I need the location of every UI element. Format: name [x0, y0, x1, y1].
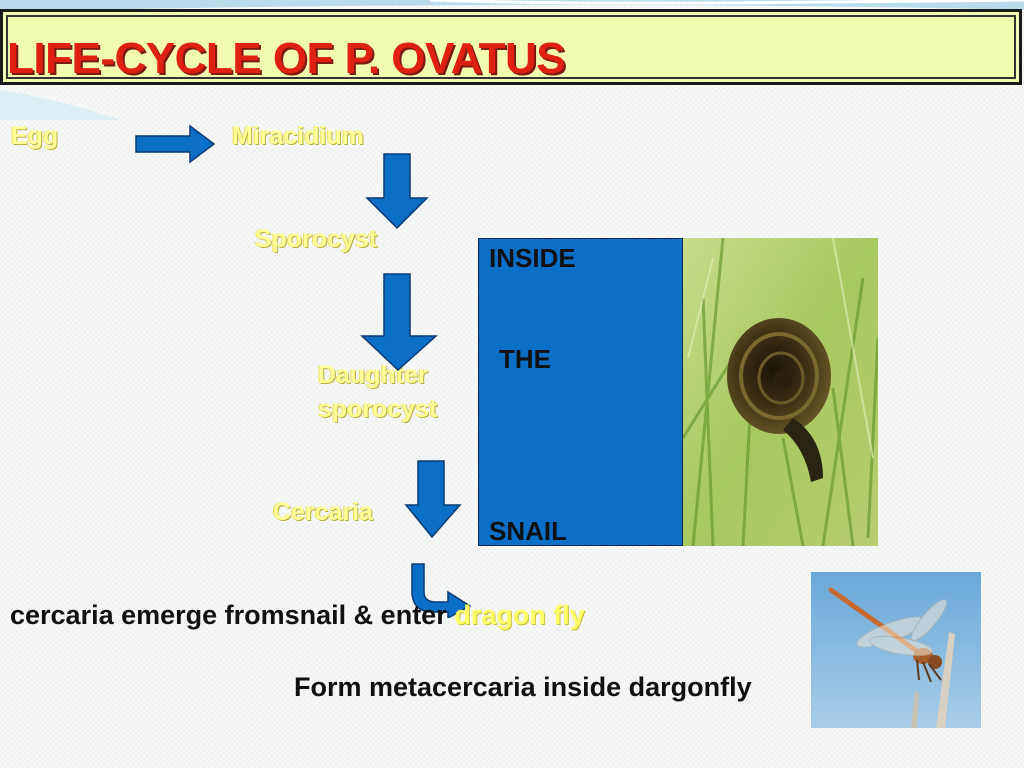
stage-cercaria: Cercaria [273, 498, 374, 526]
curved-arrow-icon [411, 563, 472, 618]
cercaria-emerge-text-main: cercaria emerge fromsnail & enter [10, 600, 455, 630]
down-arrow-icon [404, 460, 462, 539]
slide-title: LIFE-CYCLE OF P. OVATUS [7, 34, 566, 83]
stage-miracidium: Miracidium [232, 122, 364, 150]
box-word-the: THE [499, 344, 551, 374]
down-arrow-icon [365, 153, 429, 230]
down-arrow-icon [360, 273, 438, 372]
cercaria-emerge-text: cercaria emerge fromsnail & enter dragon… [10, 600, 585, 631]
inside-the-snail-box: INSIDE THE SNAIL [478, 238, 683, 546]
right-arrow-icon [135, 124, 216, 164]
stage-egg: Egg [11, 122, 59, 150]
stage-daughter-sporocyst-line1: Daughter [318, 361, 428, 389]
box-word-inside: INSIDE [489, 243, 576, 273]
stage-daughter-sporocyst-line2: sporocyst [318, 395, 438, 423]
metacercaria-text: Form metacercaria inside dargonfly [294, 672, 752, 702]
snail-photo [683, 238, 878, 546]
dragon-fly-highlight: dragon fly [454, 600, 585, 630]
dragonfly-photo [811, 572, 981, 728]
box-word-snail: SNAIL [489, 516, 567, 546]
title-bar: LIFE-CYCLE OF P. OVATUS [0, 9, 1022, 85]
stage-sporocyst: Sporocyst [255, 225, 378, 253]
